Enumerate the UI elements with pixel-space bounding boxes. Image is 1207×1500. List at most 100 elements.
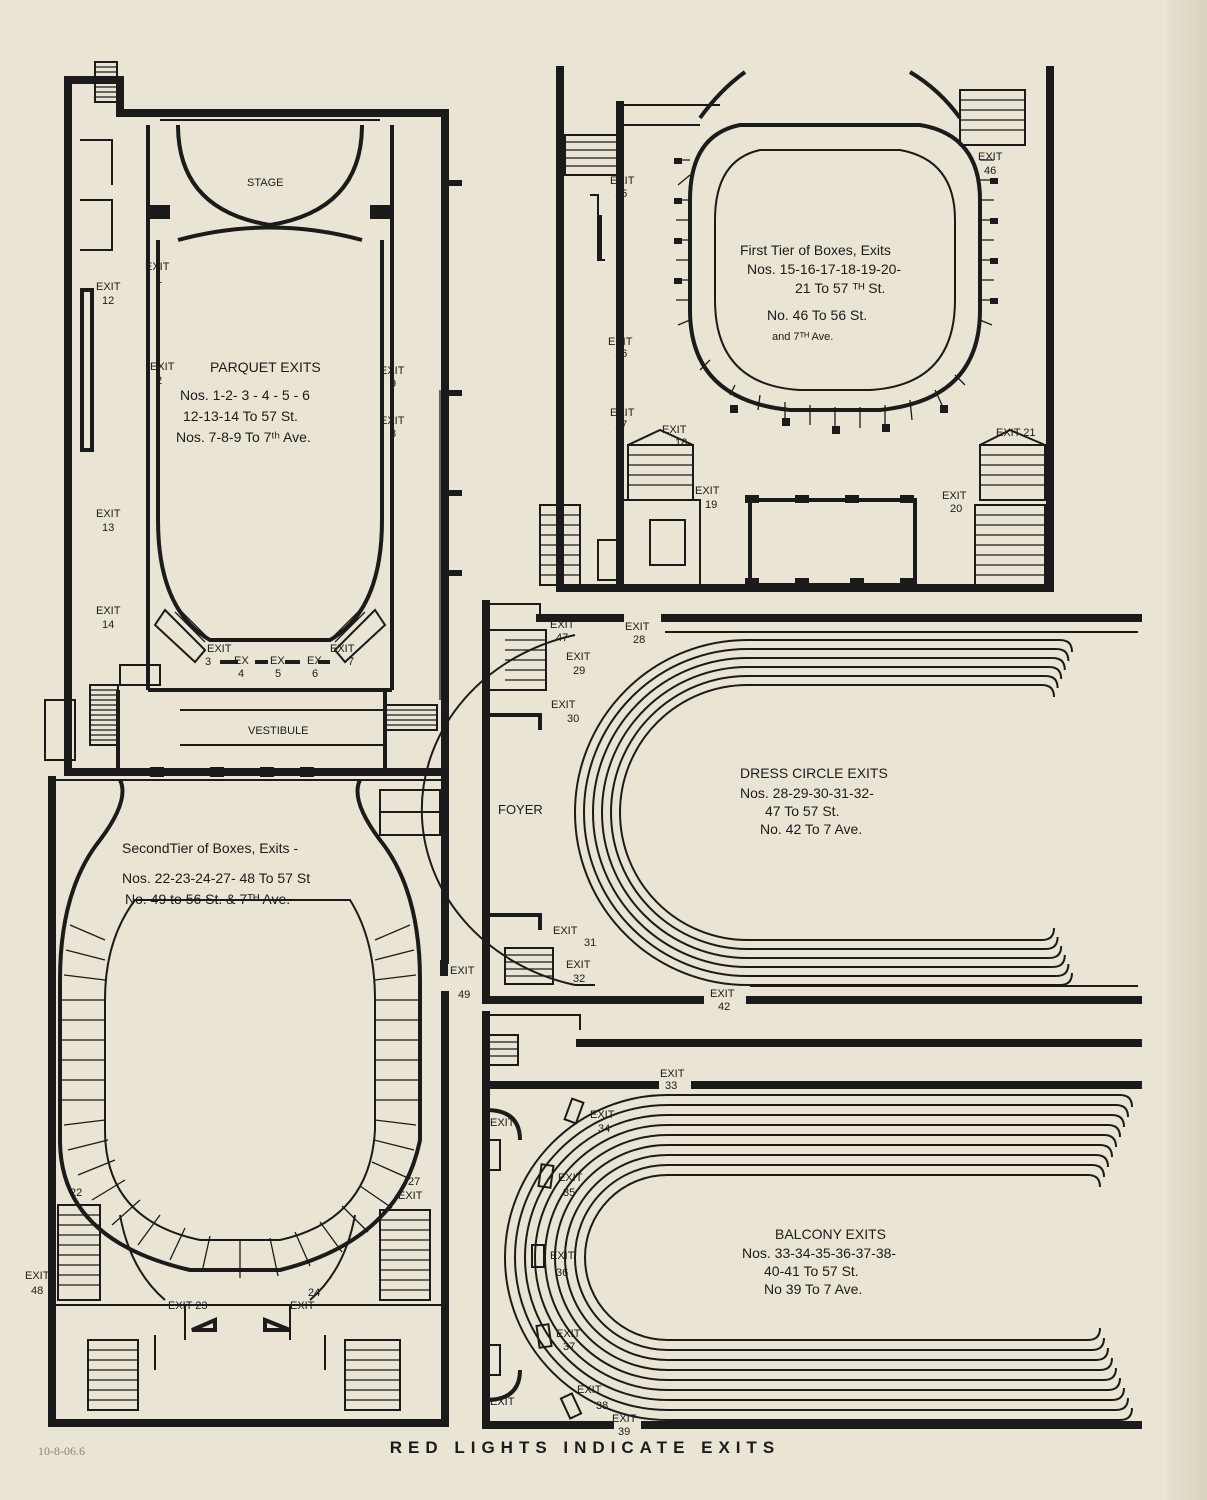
exit-4-word: EX (234, 655, 249, 667)
exit-37-num: 37 (563, 1341, 575, 1353)
exit-34-word: EXIT (590, 1109, 615, 1121)
exit-31-num: 31 (584, 937, 596, 949)
exit-6-num: 6 (312, 668, 318, 680)
first-tier-line-1: Nos. 15-16-17-18-19-20- (747, 261, 901, 277)
exit-14-num: 14 (102, 619, 114, 631)
tier-line-end (1115, 1104, 1129, 1411)
balcony-plan: BALCONY EXITS Nos. 33-34-35-36-37-38- 40… (482, 1011, 1142, 1438)
handwritten-note: 10-8-06.6 (38, 1444, 85, 1458)
exit-16-num: 16 (615, 348, 627, 360)
exit-37-word: EXIT (556, 1328, 581, 1340)
foyer-label: FOYER (498, 802, 543, 817)
exit-3-num: 3 (205, 656, 211, 668)
exit-36-num: 36 (556, 1267, 568, 1279)
exit-13-word: EXIT (96, 508, 121, 520)
first-tier-line-2: 21 To 57 ᵀᴴ St. (795, 280, 885, 296)
tier-line (601, 666, 1050, 959)
vestibule-label: VESTIBULE (248, 725, 309, 737)
exit-5-num: 5 (275, 668, 281, 680)
parquet-title: PARQUET EXITS (210, 359, 321, 375)
exit-8-word: EXIT (380, 415, 405, 427)
exit-1-num: 1 (156, 274, 162, 286)
exit-20-num: 20 (950, 503, 962, 515)
exit-18-num: 18 (675, 437, 687, 449)
tier-line (583, 648, 1057, 977)
tier-line-end (1041, 684, 1055, 941)
tier-line (610, 675, 1046, 950)
exit-balcony-lower: EXIT (490, 1396, 515, 1408)
parquet-line-2: 12-13-14 To 57 St. (183, 408, 298, 424)
exit-5-word: EX (270, 655, 285, 667)
exit-7-word: EXIT (330, 643, 355, 655)
exit-32-word: EXIT (566, 959, 591, 971)
tier-line-end (1091, 1164, 1105, 1351)
exit-30-word: EXIT (551, 699, 576, 711)
tier-line (574, 1164, 1092, 1351)
exit-34-num: 34 (598, 1123, 610, 1135)
exit-12-word: EXIT (96, 281, 121, 293)
tier-line-end (1045, 675, 1059, 950)
tier-line-end (1052, 657, 1066, 968)
exit-48-word: EXIT (25, 1270, 50, 1282)
dress-circle-line-1: Nos. 28-29-30-31-32- (740, 785, 874, 801)
tier-line (554, 1144, 1100, 1371)
balcony-line-2: 40-41 To 57 St. (764, 1263, 859, 1279)
tier-line-end (1103, 1134, 1117, 1381)
exit-35-word: EXIT (558, 1172, 583, 1184)
exit-1-word: EXIT (145, 261, 170, 273)
first-tier-line-3: No. 46 To 56 St. (767, 307, 867, 323)
exit-28-word: EXIT (625, 621, 650, 633)
exit-42-word: EXIT (710, 988, 735, 1000)
exit-39-num: 39 (618, 1426, 630, 1438)
footer-caption: RED LIGHTS INDICATE EXITS (389, 1438, 781, 1457)
dress-circle-line-2: 47 To 57 St. (765, 803, 839, 819)
exit-46-num: 46 (984, 165, 996, 177)
tier-line (504, 1094, 1120, 1421)
parquet-plan: STAGE VESTIBULE PARQUET EXITS Nos. 1-2- … (44, 61, 462, 777)
first-tier-line-4: and 7ᵀᴴ Ave. (772, 331, 833, 343)
exit-36-word: EXIT (550, 1250, 575, 1262)
exit-17-word: EXIT (610, 407, 635, 419)
exit-9-word: EXIT (380, 365, 405, 377)
exit-27-num: 27 (408, 1176, 420, 1188)
tier-line-end (1087, 1174, 1101, 1341)
stage-label: STAGE (247, 177, 283, 189)
exit-32-num: 32 (573, 973, 585, 985)
dress-circle-plan: DRESS CIRCLE EXITS Nos. 28-29-30-31-32- … (420, 600, 1142, 1013)
balcony-line-1: Nos. 33-34-35-36-37-38- (742, 1245, 896, 1261)
exit-38-word: EXIT (577, 1384, 602, 1396)
tier-line (514, 1104, 1116, 1411)
exit-16-word: EXIT (608, 336, 633, 348)
tier-line-end (1056, 648, 1070, 977)
page-edge (1167, 0, 1207, 1500)
tier-line (524, 1114, 1112, 1401)
tier-line (574, 639, 1060, 986)
balcony-line-3: No 39 To 7 Ave. (764, 1281, 862, 1297)
exit-15-word: EXIT (610, 175, 635, 187)
first-tier-plan: First Tier of Boxes, Exits Nos. 15-16-17… (539, 66, 1054, 592)
exit-23: EXIT 23 (168, 1300, 208, 1312)
balcony-title: BALCONY EXITS (775, 1226, 886, 1242)
exit-9-num: 9 (390, 378, 396, 390)
second-tier-line-2: No. 49 to 56 St. & 7ᵀᴴ Ave. (125, 891, 290, 907)
exit-24-num: 24 (308, 1287, 320, 1299)
exit-49-num: 49 (458, 989, 470, 1001)
exit-33-word: EXIT (660, 1068, 685, 1080)
tier-line-end (1107, 1124, 1121, 1391)
exit-18-word: EXIT (662, 424, 687, 436)
tier-line-end (1111, 1114, 1125, 1401)
second-tier-plan: SecondTier of Boxes, Exits - Nos. 22-23-… (25, 776, 475, 1427)
tier-line-end (1119, 1094, 1133, 1421)
parquet-line-1: Nos. 1-2- 3 - 4 - 5 - 6 (180, 387, 310, 403)
exit-3-word: EXIT (207, 643, 232, 655)
exit-17-num: 17 (615, 419, 627, 431)
second-tier-line-1: Nos. 22-23-24-27- 48 To 57 St (122, 870, 310, 886)
exit-35-num: 35 (563, 1187, 575, 1199)
tier-line-end (1059, 639, 1073, 986)
tier-line (534, 1124, 1108, 1391)
exit-31-word: EXIT (553, 925, 578, 937)
dress-circle-line-3: No. 42 To 7 Ave. (760, 821, 862, 837)
exit-15-num: 15 (615, 188, 627, 200)
